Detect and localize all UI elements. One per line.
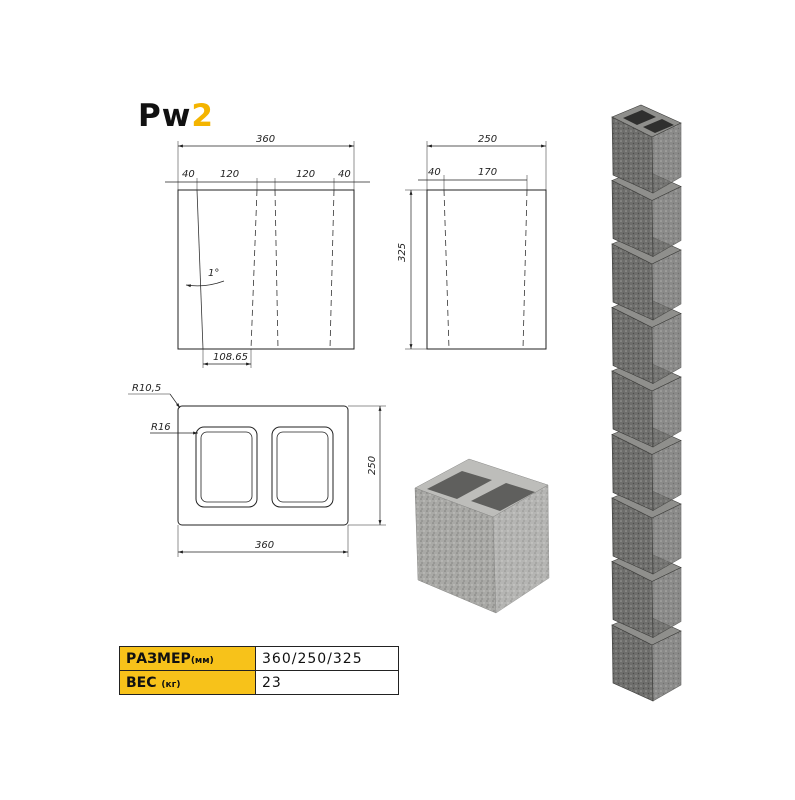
front-hidden-line [274, 189, 279, 350]
front-hidden-line [250, 189, 258, 350]
dim-side-seg1: 40 [428, 167, 441, 178]
spec-size-key: РАЗМЕР(мм) [119, 646, 256, 671]
spec-weight-label: ВЕС [126, 674, 157, 691]
side-hidden-line [443, 189, 450, 350]
stacked-block [611, 485, 682, 575]
title-accent: 2 [191, 98, 214, 134]
dim-top-r-inner: R16 [151, 422, 171, 433]
spec-weight-key: ВЕС (кг) [119, 670, 256, 695]
dim-side-seg2: 170 [478, 167, 497, 178]
top-outline [177, 405, 349, 526]
side-view: 250 40 170 325 [397, 134, 547, 350]
front-hidden-line [329, 189, 335, 350]
spec-size-value: 360/250/325 [255, 646, 399, 671]
dim-front-angle: 1° [208, 268, 219, 279]
stacked-column-render [611, 104, 682, 702]
block-3d-render [414, 458, 550, 614]
spec-size-label: РАЗМЕР [126, 650, 191, 667]
block-hole-right [471, 483, 535, 511]
angle-arc [185, 280, 225, 288]
dim-top-width: 360 [255, 540, 274, 551]
spec-table: РАЗМЕР(мм) 360/250/325 ВЕС (кг) 23 [119, 646, 399, 695]
spec-row-size: РАЗМЕР(мм) 360/250/325 [119, 646, 399, 671]
dim-front-seg2: 120 [220, 169, 239, 180]
product-title: Pw2 [138, 98, 214, 134]
front-outline [177, 189, 355, 350]
spec-row-weight: ВЕС (кг) 23 [119, 670, 399, 695]
side-hidden-line [522, 189, 528, 350]
side-outline [426, 189, 547, 350]
title-prefix: Pw [138, 98, 192, 134]
dim-top-r-outer: R10,5 [132, 383, 161, 394]
front-wall-line [196, 189, 204, 350]
spec-weight-value: 23 [255, 670, 399, 695]
front-view: 360 40 120 120 40 1° 108.65 [165, 134, 370, 368]
dim-front-bottom: 108.65 [213, 352, 248, 363]
dim-side-width: 250 [478, 134, 497, 145]
block-side [492, 484, 550, 614]
dim-front-width: 360 [256, 134, 275, 145]
stacked-block [611, 104, 682, 194]
dim-front-seg4: 40 [338, 169, 351, 180]
dim-top-height: 250 [367, 456, 378, 475]
spec-weight-unit: (кг) [161, 679, 181, 690]
cavity-right [271, 426, 334, 508]
cavity-left [195, 426, 258, 508]
top-view: R10,5 R16 250 360 [128, 383, 386, 557]
block-hole-left [427, 471, 492, 499]
dim-side-height: 325 [397, 243, 408, 262]
dim-front-seg3: 120 [296, 169, 315, 180]
dim-front-seg1: 40 [182, 169, 195, 180]
spec-size-unit: (мм) [190, 655, 214, 666]
